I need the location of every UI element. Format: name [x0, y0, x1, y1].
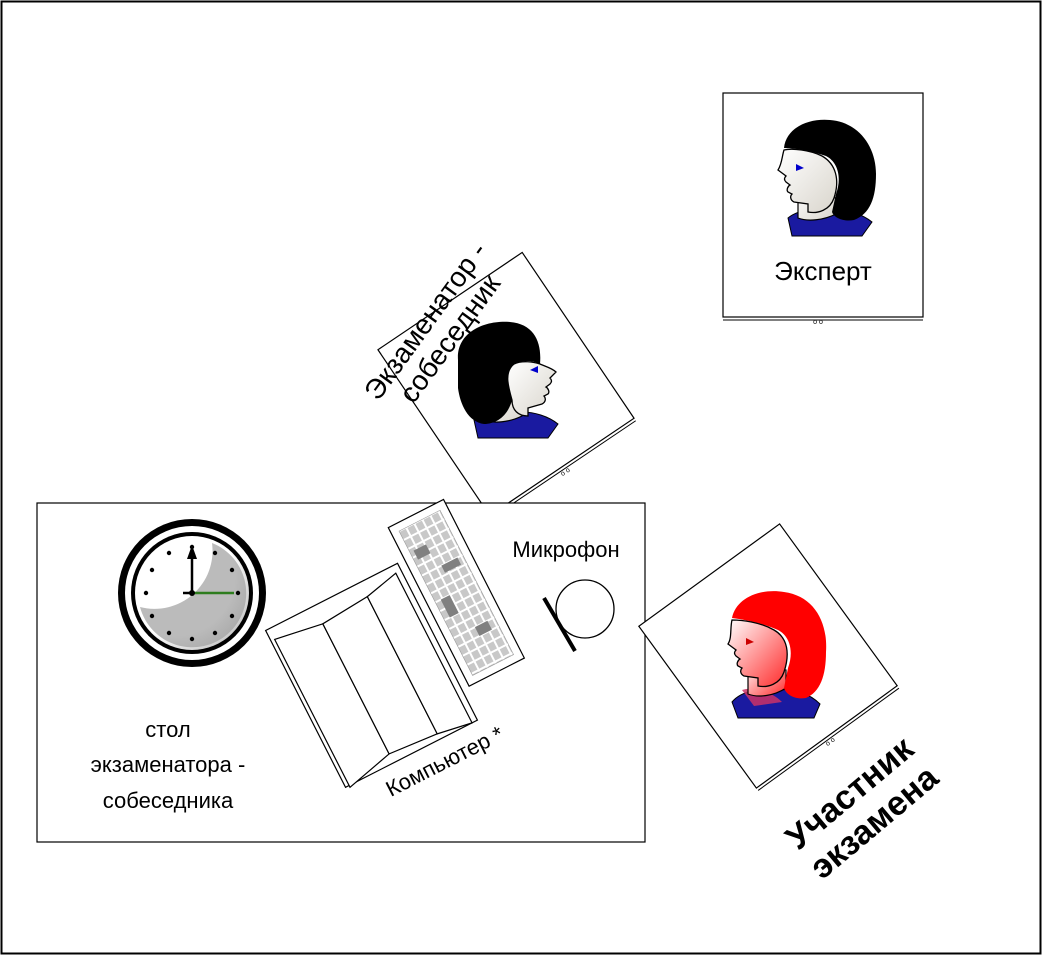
svg-text:o o: o o	[560, 467, 572, 478]
microphone-label: Микрофон	[512, 537, 619, 562]
expert-icon	[778, 120, 876, 236]
svg-text:o o: o o	[825, 736, 837, 747]
svg-text:o o: o o	[813, 319, 823, 326]
participant-card: o o	[639, 524, 903, 796]
table-label-line1: стол	[145, 717, 190, 742]
table-label-line2: экзаменатора -	[91, 752, 246, 777]
wall-clock-icon	[118, 519, 266, 667]
participant-icon	[728, 591, 826, 718]
examiner-table: Компьютер * Микрофон стол экзаменатора -…	[37, 499, 645, 842]
expert-card: o o Эксперт	[723, 93, 923, 326]
expert-label: Эксперт	[774, 256, 872, 286]
table-label-line3: собеседника	[103, 788, 234, 813]
